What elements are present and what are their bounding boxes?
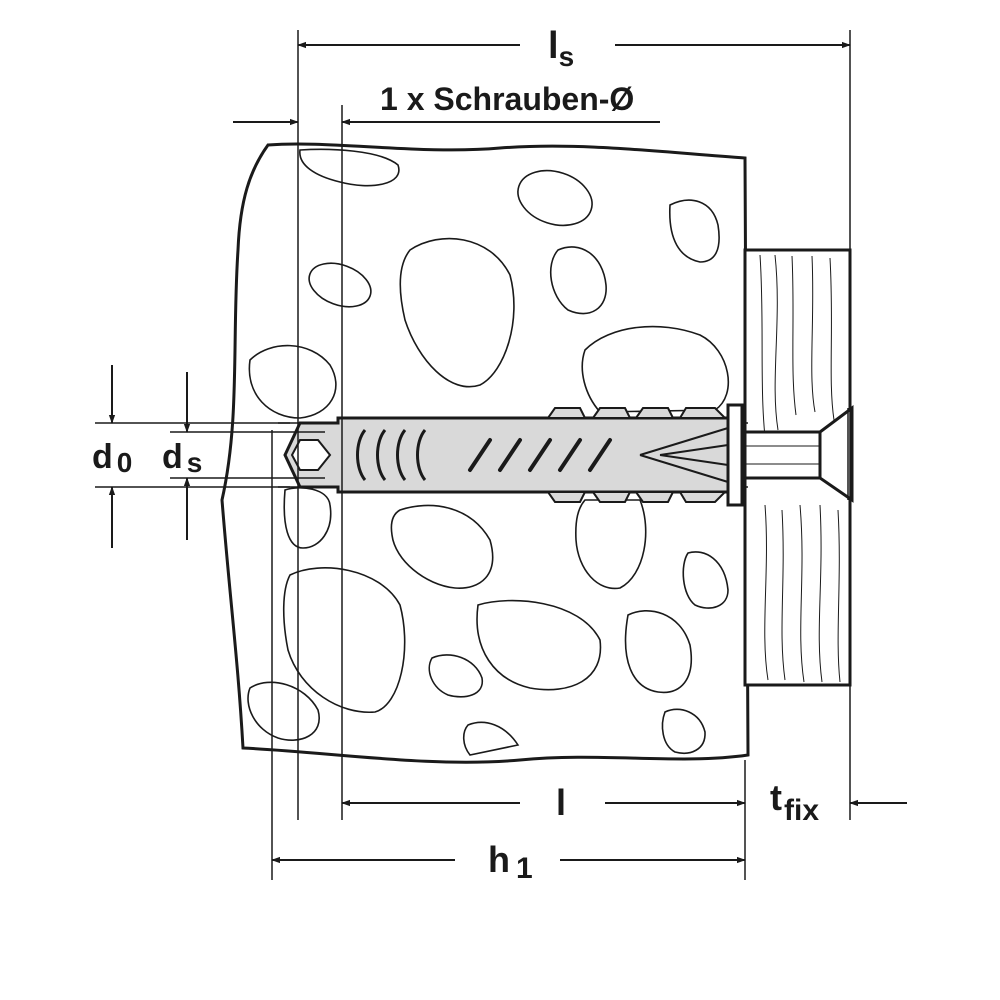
label-screw-diameter: 1 x Schrauben-Ø (380, 81, 634, 117)
extension-lines (95, 30, 851, 880)
dimension-arrows (108, 41, 907, 864)
label-ls: ls (548, 25, 574, 72)
dowel (283, 403, 747, 507)
label-tfix: tfix (770, 777, 819, 827)
label-l: l (556, 782, 566, 823)
